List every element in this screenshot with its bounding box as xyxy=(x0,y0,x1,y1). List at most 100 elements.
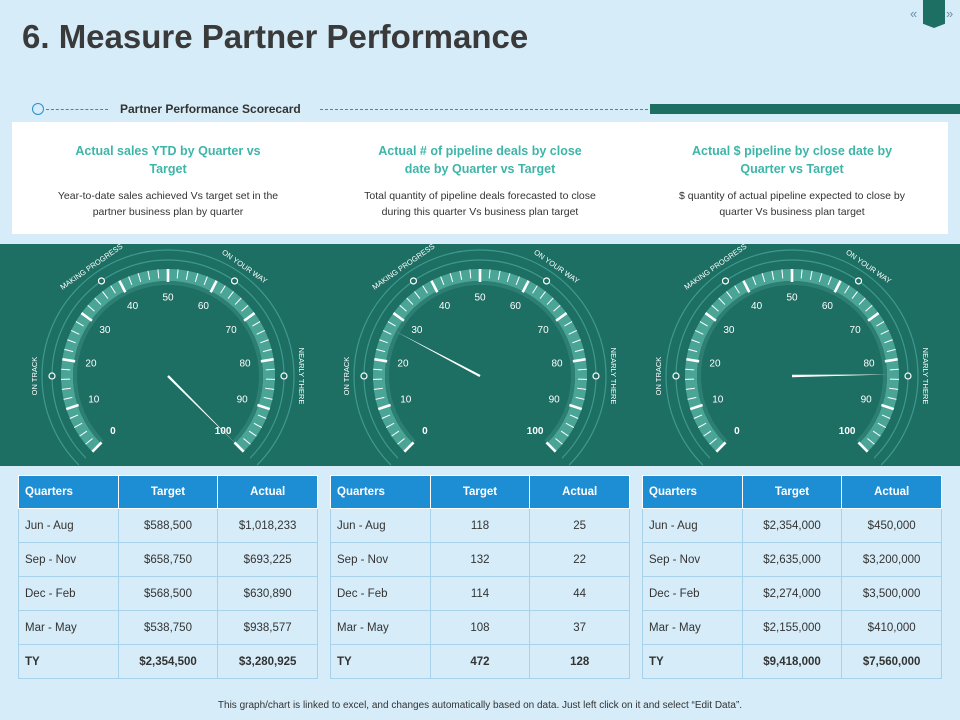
major-tick xyxy=(545,441,557,453)
table-cell: 114 xyxy=(429,576,531,611)
dashed-divider-left xyxy=(46,109,108,110)
minor-tick xyxy=(887,396,897,400)
next-slide-icon[interactable] xyxy=(946,6,953,21)
minor-tick xyxy=(102,291,109,299)
gauge-inner-ring xyxy=(51,259,285,459)
tick-label: 80 xyxy=(551,358,563,369)
table-cell: TY xyxy=(18,644,119,679)
gauge-scale-inner xyxy=(697,281,887,444)
minor-tick xyxy=(373,368,383,371)
major-tick xyxy=(374,357,388,363)
minor-tick xyxy=(709,438,717,445)
table-cell: $410,000 xyxy=(841,610,942,645)
column-header: Actual xyxy=(841,475,942,509)
table-cell: Jun - Aug xyxy=(18,508,119,543)
minor-tick xyxy=(87,304,95,312)
tick-label: 0 xyxy=(110,426,116,437)
minor-tick xyxy=(872,430,881,437)
minor-tick xyxy=(253,422,263,428)
major-tick xyxy=(62,357,76,363)
minor-tick xyxy=(889,368,899,371)
zone-marker xyxy=(230,277,239,285)
tick-label: 20 xyxy=(397,358,409,369)
column-header: Quarters xyxy=(18,475,119,509)
major-tick xyxy=(118,280,127,293)
table-cell: $568,500 xyxy=(117,576,219,611)
major-tick xyxy=(572,357,586,363)
minor-tick xyxy=(440,276,445,286)
tick-label: 30 xyxy=(723,325,735,336)
tick-label: 10 xyxy=(712,395,724,406)
major-tick xyxy=(833,280,842,293)
tick-label: 20 xyxy=(85,358,97,369)
metric-description: Year-to-date sales achieved Vs target se… xyxy=(57,190,279,218)
tick-label: 50 xyxy=(162,293,174,304)
minor-tick xyxy=(867,438,875,445)
table-cell: 44 xyxy=(529,576,630,611)
minor-tick xyxy=(693,414,703,419)
tick-label: 60 xyxy=(198,301,210,312)
tick-label: 40 xyxy=(127,301,139,312)
table-cell: Jun - Aug xyxy=(642,508,743,543)
minor-tick xyxy=(265,368,275,371)
minor-tick xyxy=(147,270,151,280)
major-tick xyxy=(555,312,568,322)
minor-tick xyxy=(449,273,454,283)
minor-tick xyxy=(771,270,775,280)
total-row: TY$2,354,500$3,280,925 xyxy=(18,644,318,679)
minor-tick xyxy=(385,422,395,428)
minor-tick xyxy=(176,269,179,279)
minor-tick xyxy=(685,387,695,390)
minor-tick xyxy=(699,321,708,327)
previous-slide-icon[interactable] xyxy=(910,6,917,21)
table-cell: 108 xyxy=(429,610,531,645)
minor-tick xyxy=(546,297,554,305)
major-tick xyxy=(880,403,895,411)
table-cell: $2,354,500 xyxy=(117,644,219,679)
gauge-scale-inner xyxy=(73,281,263,444)
pipeline-dollars-table: Quarters Target Actual Jun - Aug$2,354,0… xyxy=(642,475,942,679)
minor-tick xyxy=(387,321,396,327)
major-tick xyxy=(686,357,700,363)
minor-tick xyxy=(889,387,899,390)
table-cell: $2,635,000 xyxy=(741,542,843,577)
tick-label: 60 xyxy=(822,301,834,312)
table-cell: $630,890 xyxy=(217,576,318,611)
minor-tick xyxy=(265,387,275,390)
gauge-needle xyxy=(395,331,481,378)
minor-tick xyxy=(382,329,392,335)
table-row: Sep - Nov$658,750$693,225 xyxy=(18,542,318,577)
total-row: TY$9,418,000$7,560,000 xyxy=(642,644,942,679)
minor-tick xyxy=(376,348,386,353)
minor-tick xyxy=(827,276,832,286)
scorecard-label: Partner Performance Scorecard xyxy=(120,102,301,116)
zone-label: ON YOUR WAY xyxy=(220,248,269,286)
minor-tick xyxy=(469,269,472,279)
gauge-scale-inner xyxy=(385,281,575,444)
minor-tick xyxy=(414,291,421,299)
minor-tick xyxy=(877,422,887,428)
minor-tick xyxy=(397,438,405,445)
minor-tick xyxy=(241,304,249,312)
tick-label: 20 xyxy=(709,358,721,369)
table-cell: $3,200,000 xyxy=(841,542,942,577)
major-tick xyxy=(884,357,898,363)
minor-tick xyxy=(185,270,189,280)
major-tick xyxy=(233,441,245,453)
major-tick xyxy=(521,280,530,293)
metric-pipeline-dollars: Actual $ pipeline by close date by Quart… xyxy=(636,122,948,234)
table-cell: $9,418,000 xyxy=(741,644,843,679)
minor-tick xyxy=(256,329,266,335)
column-header: Actual xyxy=(529,475,630,509)
major-tick xyxy=(715,441,727,453)
minor-tick xyxy=(697,422,707,428)
table-cell: Mar - May xyxy=(330,610,431,645)
tick-label: 70 xyxy=(850,325,862,336)
table-cell: $3,280,925 xyxy=(217,644,318,679)
table-cell: $7,560,000 xyxy=(841,644,942,679)
zone-marker xyxy=(360,372,368,380)
minor-tick xyxy=(67,339,76,344)
minor-tick xyxy=(865,304,873,312)
gauge-needle xyxy=(791,374,888,378)
